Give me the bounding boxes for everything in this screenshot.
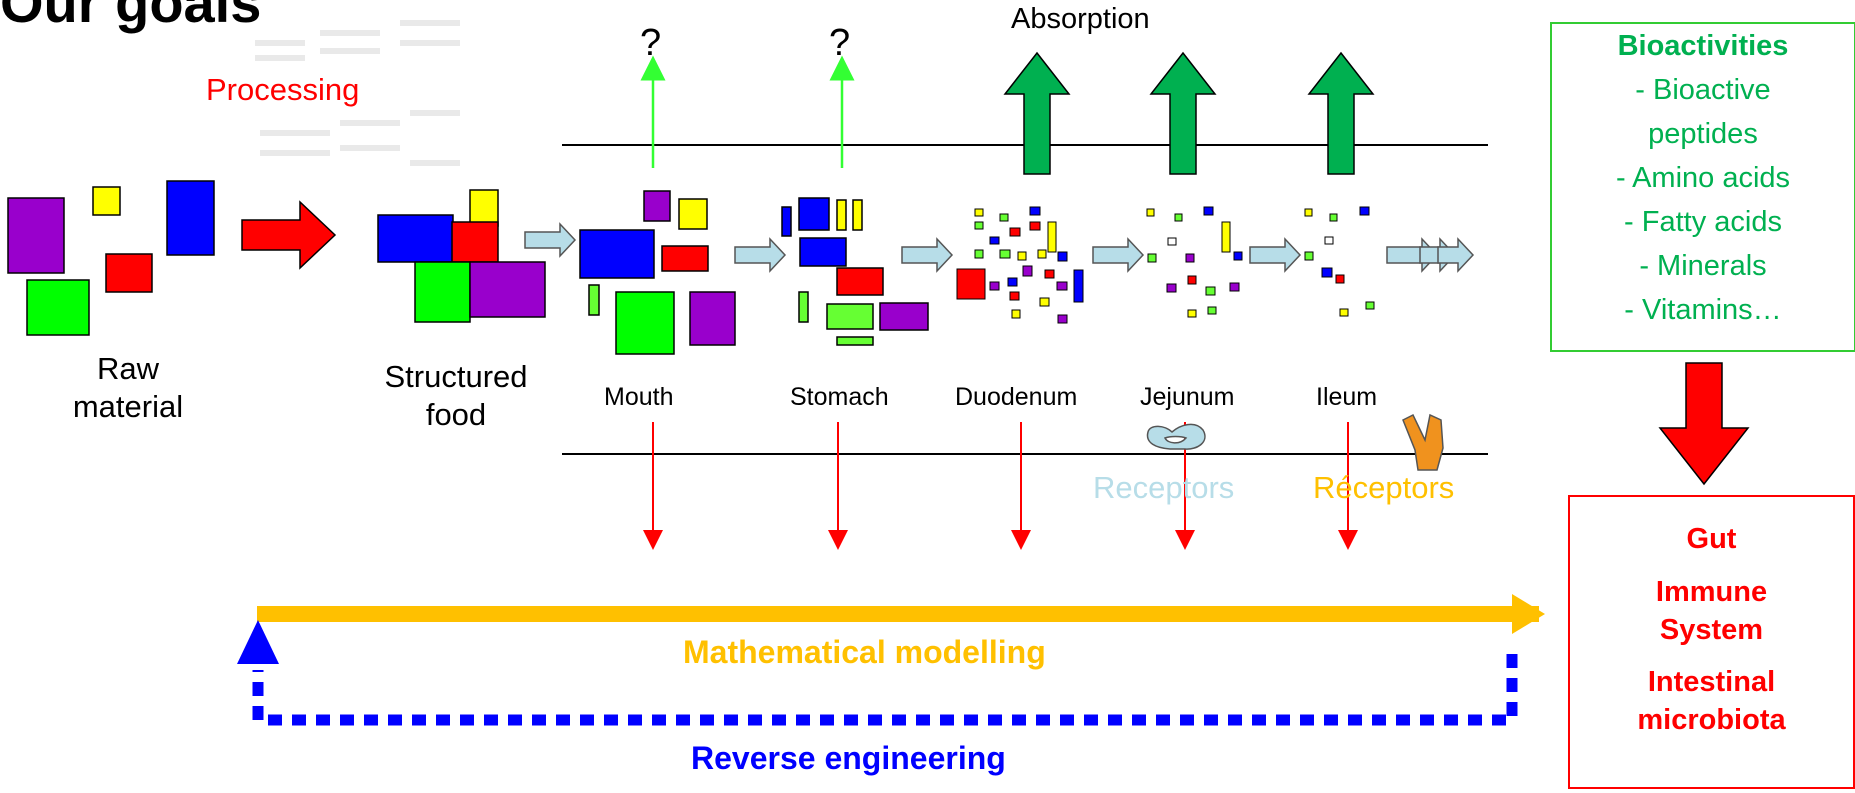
outcomes-box: Gut Immune System Intestinal microbiota: [1568, 495, 1855, 789]
reverse-engineering-arrowhead: [237, 620, 279, 664]
bioactivities-item: - Bioactive: [1635, 74, 1771, 106]
stage-jejunum: Jejunum: [1140, 383, 1235, 411]
stage-stomach: Stomach: [790, 383, 889, 411]
stage-ileum: Ileum: [1316, 383, 1378, 411]
flow-arrows: [524, 222, 1475, 273]
outcome-gut: Gut: [1686, 523, 1737, 555]
modelling-arrow: [257, 594, 1545, 634]
processing-arrow: [241, 200, 337, 270]
receptor-shape-orange: [1402, 413, 1444, 471]
duodenum-contents: [956, 206, 1084, 324]
receptors-label-light: Receptors: [1093, 470, 1235, 505]
absorption-label: Absorption: [1011, 3, 1150, 35]
bioactivities-item: peptides: [1648, 118, 1758, 150]
raw-material-label: Raw material: [72, 351, 184, 424]
receptors-label-gold: Réceptors: [1313, 470, 1455, 505]
title-fragment: Our goals: [0, 0, 262, 34]
receptor-shape-light: [1146, 423, 1206, 450]
stage-duodenum: Duodenum: [955, 383, 1078, 411]
raw-material-shapes: [7, 180, 215, 336]
background-watermark: [255, 20, 460, 166]
mouth-question-mark: ?: [640, 22, 662, 64]
mouth-contents: [579, 190, 736, 355]
bioactivities-box: Bioactivities - Bioactive peptides - Ami…: [1550, 22, 1855, 352]
stomach-contents: [781, 197, 929, 346]
bioactivities-item: - Amino acids: [1615, 162, 1791, 194]
reverse-engineering-label: Reverse engineering: [691, 740, 1006, 776]
bioactivities-item: - Fatty acids: [1624, 206, 1782, 238]
outcome-intestinal: Intestinal: [1647, 666, 1776, 698]
ileum-contents: [1304, 206, 1375, 317]
absorption-arrows: [1003, 51, 1375, 175]
stage-mouth: Mouth: [604, 383, 674, 411]
bioactivities-heading: Bioactivities: [1617, 30, 1789, 62]
stomach-question-mark: ?: [829, 22, 851, 64]
bioactivities-item: - Minerals: [1639, 250, 1767, 282]
structured-food-shapes: [377, 189, 546, 323]
bioactivities-item: - Vitamins…: [1624, 294, 1782, 326]
structured-food-label: Structured food: [384, 359, 528, 432]
outcome-arrow: [1658, 362, 1750, 486]
reverse-engineering-path: [252, 654, 1518, 726]
mathematical-modelling-label: Mathematical modelling: [683, 634, 1046, 670]
outcome-immune: Immune: [1655, 576, 1768, 608]
jejunum-contents: [1146, 206, 1243, 318]
downward-arrows: [643, 422, 1358, 550]
processing-label: Processing: [206, 72, 360, 107]
outcome-system: System: [1659, 614, 1764, 646]
outcome-microbiota: microbiota: [1637, 704, 1786, 736]
